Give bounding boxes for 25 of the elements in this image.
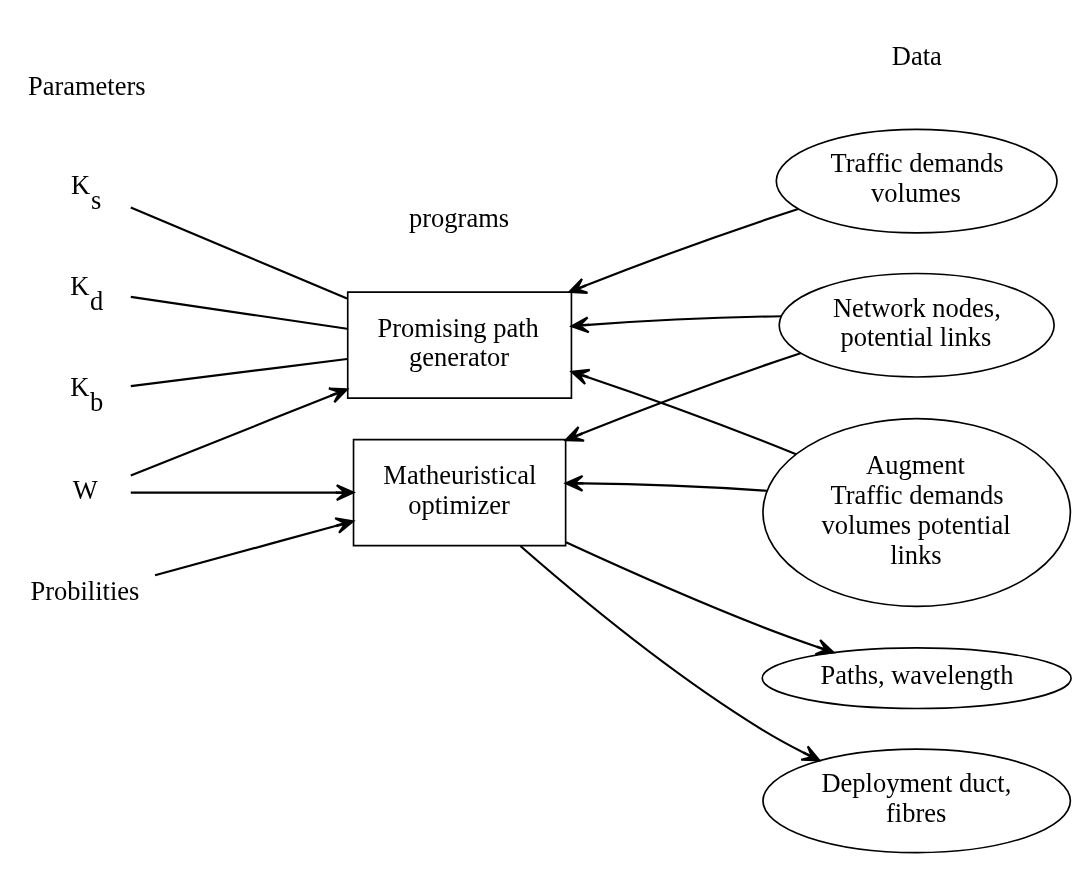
arrow [519, 544, 821, 761]
node-ellipse: Paths, wavelength [761, 646, 1072, 709]
connector [130, 357, 348, 387]
arrow [564, 474, 768, 492]
arrow [154, 516, 355, 576]
arrow [570, 314, 782, 333]
connector [130, 295, 348, 330]
arrow [564, 351, 801, 442]
node-ellipse: Network nodes, potential links [778, 272, 1055, 378]
connector [130, 206, 348, 299]
label: programs [409, 202, 510, 233]
arrow [130, 483, 355, 501]
node-text: Probilities [30, 575, 140, 606]
arrow [565, 540, 835, 655]
arrow [570, 368, 797, 455]
label: Data [891, 40, 942, 71]
node-ellipse: Traffic demands volumes [775, 128, 1058, 234]
node-box: Matheuristical optimizer [352, 438, 567, 546]
arrow [568, 207, 799, 294]
arrow [130, 386, 349, 476]
node-ellipse: Deployment duct, fibres [762, 747, 1072, 853]
node-ellipse: Augment Traffic demands volumes potential links [762, 417, 1072, 607]
label: Parameters [27, 70, 146, 101]
node-box: Promising path generator [346, 290, 573, 399]
node-text: W [72, 474, 98, 505]
